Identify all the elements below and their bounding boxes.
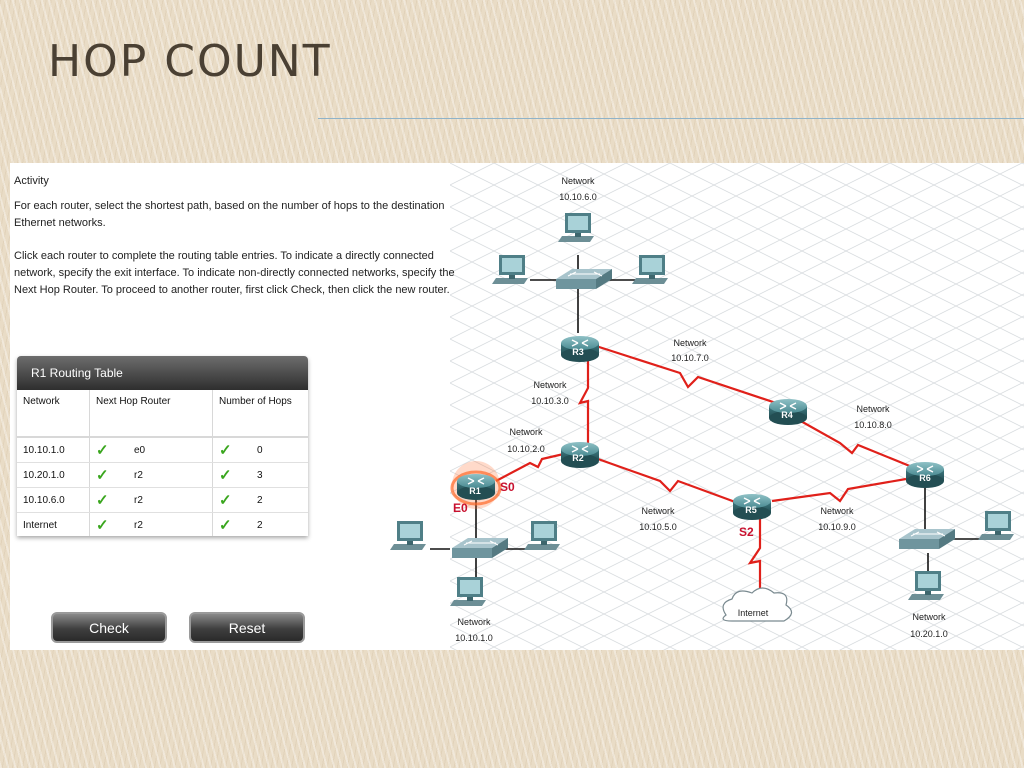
next-hop-value: r2	[134, 519, 143, 531]
svg-text:Network: Network	[509, 427, 543, 437]
table-row: 10.20.1.0 ✓r2 ✓3	[17, 462, 308, 488]
next-hop-cell[interactable]: ✓ r2	[89, 462, 213, 488]
router-label-r4: R4	[781, 410, 793, 420]
svg-text:10.10.2.0: 10.10.2.0	[507, 444, 545, 454]
interface-label-e0: E0	[453, 501, 468, 515]
svg-text:Network: Network	[533, 380, 567, 390]
instruction-paragraph-1: For each router, select the shortest pat…	[14, 200, 445, 229]
network-cell: 10.10.1.0	[17, 437, 90, 463]
interface-label-s0: S0	[500, 480, 515, 494]
internet-label: Internet	[738, 608, 769, 618]
svg-text:Network: Network	[912, 612, 946, 622]
svg-text:10.10.8.0: 10.10.8.0	[854, 420, 892, 430]
network-label-10-10-7-0: Network 10.10.7.0	[671, 338, 709, 363]
network-label-10-10-8-0: Network 10.10.8.0	[854, 404, 892, 430]
instruction-paragraph-2: Click each router to complete the routin…	[14, 250, 455, 296]
internet-cloud-icon	[722, 587, 793, 622]
column-header-network: Network	[17, 390, 90, 438]
next-hop-value: r2	[134, 494, 143, 506]
svg-text:Network: Network	[673, 338, 707, 348]
activity-instructions: Activity For each router, select the sho…	[14, 173, 464, 315]
check-icon: ✓	[219, 442, 232, 459]
next-hop-cell[interactable]: ✓ r2	[89, 487, 213, 513]
svg-text:Network: Network	[457, 617, 491, 627]
svg-text:10.10.3.0: 10.10.3.0	[531, 396, 569, 406]
activity-heading: Activity	[14, 175, 49, 187]
svg-text:Network: Network	[641, 506, 675, 516]
table-row: Internet ✓r2 ✓2	[17, 512, 308, 536]
table-row: 10.10.6.0 ✓r2 ✓2	[17, 487, 308, 513]
check-icon: ✓	[219, 492, 232, 509]
hops-cell[interactable]: ✓2	[212, 487, 308, 513]
next-hop-cell[interactable]: ✓ r2	[89, 512, 213, 536]
column-header-next-hop: Next Hop Router	[89, 390, 213, 438]
router-label-r2: R2	[572, 453, 584, 463]
table-header-row: Network Next Hop Router Number of Hops	[17, 390, 308, 438]
network-label-10-10-6-0: Network 10.10.6.0	[559, 176, 597, 202]
network-label-10-10-9-0: Network 10.10.9.0	[818, 506, 856, 532]
next-hop-value: r2	[134, 469, 143, 481]
title-divider	[318, 118, 1024, 119]
network-topology: R1 R2 R3 R4 R5 R6 S0 E0 S2 Network 10.10…	[390, 163, 1024, 650]
network-cell: 10.20.1.0	[17, 462, 90, 488]
hops-value: 3	[257, 469, 263, 481]
network-label-10-10-5-0: Network 10.10.5.0	[639, 506, 677, 532]
svg-text:10.10.6.0: 10.10.6.0	[559, 192, 597, 202]
check-icon: ✓	[96, 492, 109, 509]
hops-value: 0	[257, 444, 263, 456]
hops-cell[interactable]: ✓3	[212, 462, 308, 488]
svg-text:10.20.1.0: 10.20.1.0	[910, 629, 948, 639]
hops-cell[interactable]: ✓0	[212, 437, 308, 463]
wan-links	[495, 344, 923, 591]
network-label-10-10-2-0: Network 10.10.2.0	[507, 427, 545, 454]
svg-text:10.10.7.0: 10.10.7.0	[671, 353, 709, 363]
network-label-10-20-1-0: Network 10.20.1.0	[910, 612, 948, 639]
router-label-r5: R5	[745, 505, 757, 515]
svg-text:Network: Network	[820, 506, 854, 516]
network-cell: Internet	[17, 512, 90, 536]
routing-table-title: R1 Routing Table	[17, 356, 308, 390]
check-icon: ✓	[96, 442, 109, 459]
router-label-r3: R3	[572, 347, 584, 357]
hops-value: 2	[257, 494, 263, 506]
svg-text:Network: Network	[856, 404, 890, 414]
interface-label-s2: S2	[739, 525, 754, 539]
reset-button[interactable]: Reset	[189, 612, 305, 643]
column-header-hops: Number of Hops	[212, 390, 308, 438]
table-row: 10.10.1.0 ✓e0 ✓0	[17, 437, 308, 463]
check-icon: ✓	[96, 467, 109, 484]
slide-title: HOP COUNT	[48, 36, 332, 87]
activity-screen: R1 R2 R3 R4 R5 R6 S0 E0 S2 Network 10.10…	[10, 163, 1024, 650]
network-cell: 10.10.6.0	[17, 487, 90, 513]
routing-table-panel: R1 Routing Table Network Next Hop Router…	[17, 356, 308, 536]
svg-text:10.10.1.0: 10.10.1.0	[455, 633, 493, 643]
next-hop-value: e0	[134, 444, 146, 456]
pc-icon	[390, 521, 426, 550]
check-icon: ✓	[219, 517, 232, 534]
check-icon: ✓	[96, 517, 109, 534]
router-label-r1: R1	[469, 486, 481, 496]
next-hop-cell[interactable]: ✓ e0	[89, 437, 213, 463]
hops-cell[interactable]: ✓2	[212, 512, 308, 536]
hops-value: 2	[257, 519, 263, 531]
routing-table: Network Next Hop Router Number of Hops 1…	[17, 390, 308, 536]
check-icon: ✓	[219, 467, 232, 484]
svg-text:Network: Network	[561, 176, 595, 186]
check-button[interactable]: Check	[51, 612, 167, 643]
network-label-10-10-3-0: Network 10.10.3.0	[531, 380, 569, 406]
network-label-10-10-1-0: Network 10.10.1.0	[455, 617, 493, 643]
router-label-r6: R6	[919, 473, 931, 483]
svg-text:10.10.9.0: 10.10.9.0	[818, 522, 856, 532]
svg-text:10.10.5.0: 10.10.5.0	[639, 522, 677, 532]
